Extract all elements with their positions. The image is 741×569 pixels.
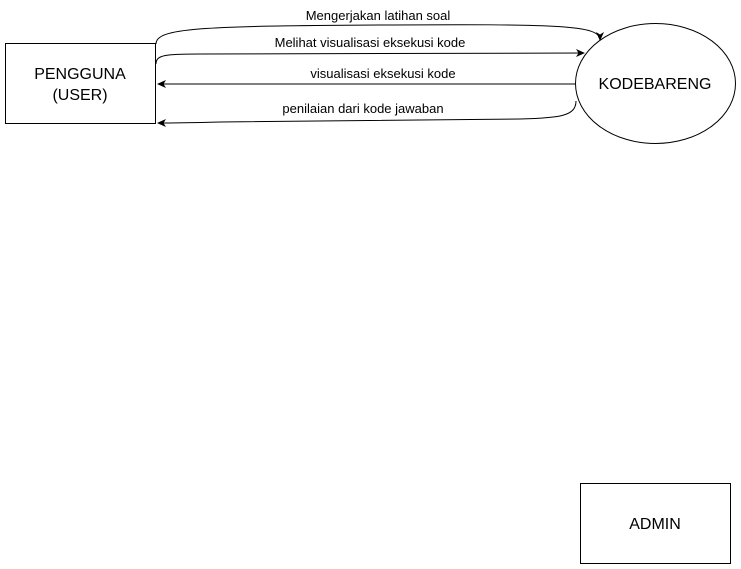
flow-edge-penilaian-kode	[157, 100, 577, 127]
flow-label-melihat-visualisasi: Melihat visualisasi eksekusi kode	[275, 35, 466, 50]
entity-user-label-line1: PENGGUNA	[34, 66, 126, 83]
entity-user: PENGGUNA (USER)	[5, 43, 156, 124]
flow-label-visualisasi-eksekusi: visualisasi eksekusi kode	[310, 66, 455, 81]
process-system-ellipse	[575, 23, 736, 144]
flow-label-penilaian-kode: penilaian dari kode jawaban	[282, 101, 443, 116]
flow-edge-melihat-visualisasi	[155, 49, 585, 65]
entity-admin-box	[580, 483, 731, 564]
entity-user-label-line2: (USER)	[52, 87, 107, 104]
process-system-label: KODEBARENG	[599, 76, 712, 93]
entity-admin-label: ADMIN	[629, 516, 681, 533]
entity-admin: ADMIN	[580, 483, 731, 564]
flow-edge-mengerjakan-latihan-soal	[155, 24, 604, 45]
entity-user-box	[5, 43, 156, 124]
flow-label-mengerjakan-latihan-soal: Mengerjakan latihan soal	[306, 8, 451, 23]
process-system: KODEBARENG	[575, 23, 736, 144]
